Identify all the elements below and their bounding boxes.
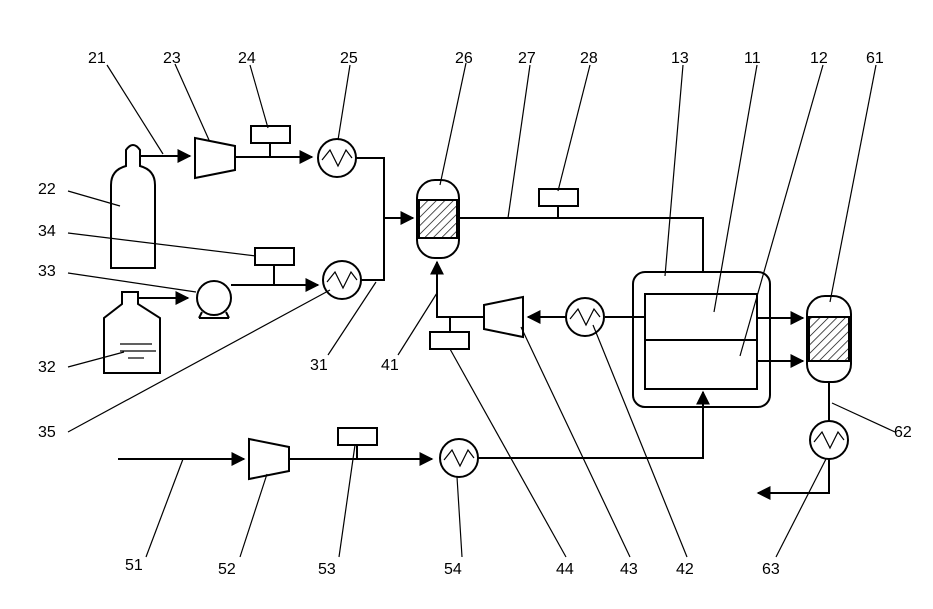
pump-33 xyxy=(197,281,231,318)
label-13: 13 xyxy=(671,50,689,67)
heat-exchanger-42 xyxy=(566,298,604,336)
label-52: 52 xyxy=(218,561,236,578)
label-21: 21 xyxy=(88,50,106,67)
label-51: 51 xyxy=(125,557,143,574)
gas-supply-line xyxy=(111,126,384,268)
water-tank xyxy=(104,292,160,373)
air-supply-line xyxy=(118,392,703,479)
label-27: 27 xyxy=(518,50,536,67)
reformer-26 xyxy=(417,180,459,258)
label-42: 42 xyxy=(676,561,694,578)
label-63: 63 xyxy=(762,561,780,578)
label-24: 24 xyxy=(238,50,256,67)
outlet-line xyxy=(757,296,851,493)
label-11: 11 xyxy=(744,50,761,67)
sensor-28 xyxy=(539,189,578,206)
label-44: 44 xyxy=(556,561,574,578)
separator-61 xyxy=(807,296,851,382)
label-62: 62 xyxy=(894,424,912,441)
compressor-52 xyxy=(249,439,289,479)
label-31: 31 xyxy=(310,357,328,374)
label-28: 28 xyxy=(580,50,598,67)
label-25: 25 xyxy=(340,50,358,67)
heat-exchanger-63 xyxy=(810,421,848,459)
label-53: 53 xyxy=(318,561,336,578)
compressor-23 xyxy=(195,138,235,178)
fuel-cell-13 xyxy=(633,272,770,407)
label-43: 43 xyxy=(620,561,638,578)
label-22: 22 xyxy=(38,181,56,198)
recycle-line xyxy=(430,262,645,349)
label-34: 34 xyxy=(38,223,56,240)
compressor-43 xyxy=(484,297,523,337)
label-61: 61 xyxy=(866,50,884,67)
sensor-34 xyxy=(255,248,294,265)
heat-exchanger-54 xyxy=(440,439,478,477)
label-26: 26 xyxy=(455,50,473,67)
label-12: 12 xyxy=(810,50,828,67)
gas-cylinder xyxy=(111,145,155,268)
label-23: 23 xyxy=(163,50,181,67)
reference-numerals: 21 23 24 25 26 27 28 13 11 12 61 22 34 3… xyxy=(38,50,912,578)
sensor-44 xyxy=(430,332,469,349)
label-41: 41 xyxy=(381,357,399,374)
label-32: 32 xyxy=(38,359,56,376)
sensor-53 xyxy=(338,428,377,445)
label-54: 54 xyxy=(444,561,462,578)
label-33: 33 xyxy=(38,263,56,280)
heat-exchanger-35 xyxy=(323,261,361,299)
sensor-24 xyxy=(251,126,290,143)
heat-exchanger-25 xyxy=(318,139,356,177)
label-35: 35 xyxy=(38,424,56,441)
